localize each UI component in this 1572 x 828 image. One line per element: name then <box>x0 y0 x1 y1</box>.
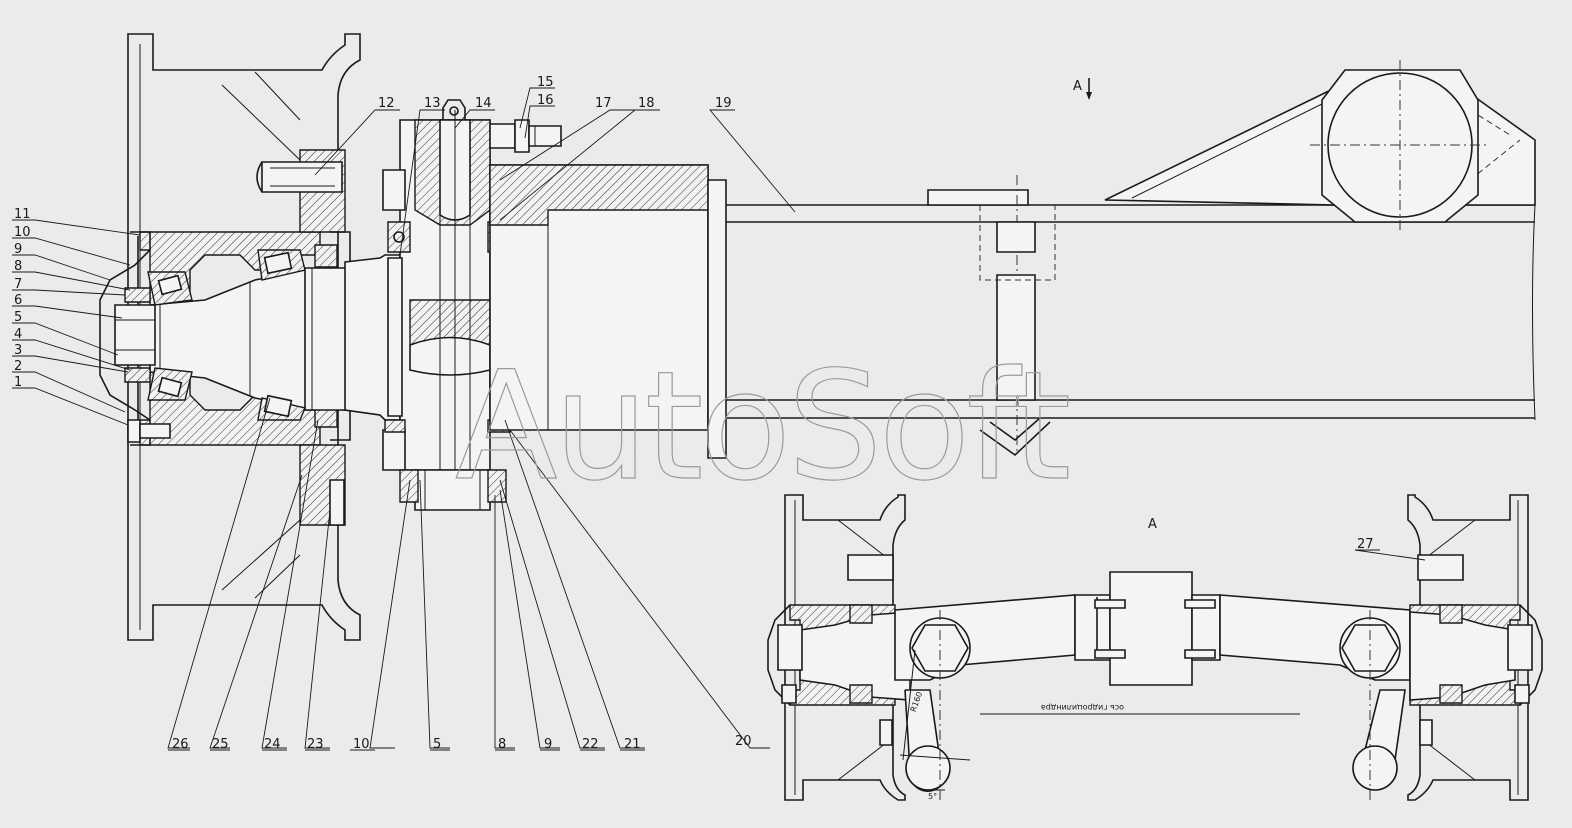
callout-16: 16 <box>537 93 554 108</box>
callout-27: 27 <box>1357 537 1374 552</box>
callout-21: 21 <box>624 737 641 752</box>
callout-5-bottom: 5 <box>433 737 441 752</box>
left-hub-assembly <box>100 150 380 525</box>
callout-25: 25 <box>212 737 229 752</box>
view-a-marker: A <box>1073 79 1082 94</box>
callout-2: 2 <box>14 359 22 374</box>
callout-13: 13 <box>424 96 441 111</box>
callout-11: 11 <box>14 207 31 222</box>
view-a-drawing <box>768 495 1542 800</box>
callout-23: 23 <box>307 737 324 752</box>
view-a-title: A <box>1148 517 1157 532</box>
angle-note: 5° <box>928 792 937 801</box>
callout-8: 8 <box>14 259 22 274</box>
callout-17: 17 <box>595 96 612 111</box>
callout-12: 12 <box>378 96 395 111</box>
callout-18: 18 <box>638 96 655 111</box>
callout-20: 20 <box>735 734 752 749</box>
callout-4: 4 <box>14 327 22 342</box>
callout-14: 14 <box>475 96 492 111</box>
callout-3: 3 <box>14 343 22 358</box>
callout-9: 9 <box>14 242 22 257</box>
callout-15: 15 <box>537 75 554 90</box>
callout-labels: 1 2 3 4 5 6 7 8 9 10 11 12 13 14 15 16 1… <box>14 75 1374 801</box>
callout-22: 22 <box>582 737 599 752</box>
callout-8-bottom: 8 <box>498 737 506 752</box>
callout-7: 7 <box>14 277 22 292</box>
callout-5: 5 <box>14 310 22 325</box>
callout-10: 10 <box>14 225 31 240</box>
leader-lines <box>12 88 1425 748</box>
watermark: AutoSoft <box>455 340 1068 514</box>
callout-1: 1 <box>14 375 22 390</box>
axle-beam <box>490 60 1535 458</box>
callout-19: 19 <box>715 96 732 111</box>
callout-24: 24 <box>264 737 281 752</box>
callout-26: 26 <box>172 737 189 752</box>
callout-9-bottom: 9 <box>544 737 552 752</box>
callout-10-bottom: 10 <box>353 737 370 752</box>
axis-note: ось гидроцилиндра <box>1041 703 1124 712</box>
callout-6: 6 <box>14 293 22 308</box>
